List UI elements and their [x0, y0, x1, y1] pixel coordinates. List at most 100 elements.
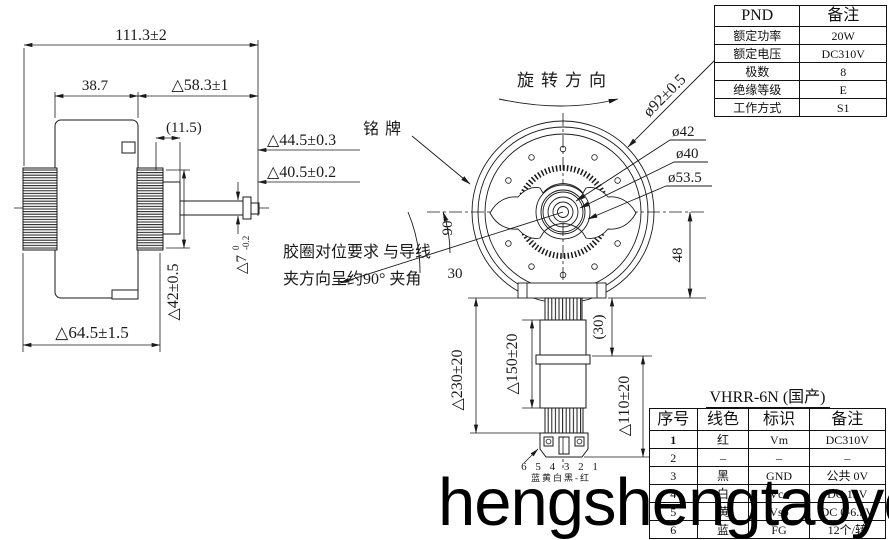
dim-30-ref-label: (30)	[591, 315, 607, 340]
shaft-ring	[242, 196, 252, 220]
wire-header-mark: 标识	[748, 408, 810, 431]
dim-body-height: △64.5±1.5	[55, 323, 128, 342]
spec-table-header-row: PND 备注	[713, 5, 887, 27]
front-view-annotations	[339, 58, 717, 299]
wire-cell: GND	[748, 466, 810, 485]
wire-cell: 黑	[696, 466, 750, 485]
connector-pin-numbers: 6 5 4 3 2 1	[521, 461, 601, 473]
sleeve-collar	[535, 354, 591, 365]
dim-rear-length: △58.3±1	[171, 77, 228, 94]
body-tab-top	[121, 141, 136, 154]
spec-col2-header: 备注	[799, 5, 887, 27]
wire-row-2: 2 – – –	[649, 448, 887, 467]
note-line1: 胶圈对位要求 与导线	[283, 243, 431, 261]
dim-dia-53-5: ø53.5	[668, 170, 702, 186]
shaft-boss	[162, 181, 181, 235]
angle-90-arc	[442, 211, 451, 254]
side-view	[14, 119, 272, 300]
wire-table-header-row: 序号 线色 标识 备注	[649, 408, 887, 431]
angle-30-arc	[407, 211, 421, 274]
wire-cell: DC310V	[808, 430, 887, 449]
wire-table-title: VHRR-6N (国产)	[649, 383, 886, 408]
spec-col1-header: PND	[713, 5, 801, 27]
wire-cell: DC 0-6.5V	[808, 502, 887, 521]
dim-dia-42: ø42	[672, 124, 695, 140]
wire-header-index: 序号	[649, 408, 698, 431]
wire-cell: 白	[696, 484, 750, 503]
dim-len-total: △230±20	[449, 349, 466, 410]
cable-dim-labels: △230±20 △150±20 (30) △110±20 6 5 4 3 2 1…	[449, 315, 633, 484]
dim-body-width: 38.7	[82, 78, 109, 94]
cable-assembly	[523, 297, 591, 464]
dia53-leader	[587, 185, 667, 220]
cable-dimensions	[468, 297, 652, 458]
spec-row-rated-power: 额定功率 20W	[713, 26, 887, 45]
connector-screw-right	[574, 436, 585, 447]
wire-cell: 红	[696, 430, 750, 449]
dim-shaft-dia: △7	[234, 254, 250, 274]
wire-cell: DC 15V	[808, 484, 887, 503]
wire-cell: 12个/转	[808, 520, 887, 539]
spec-table: PND 备注 额定功率 20W 额定电压 DC310V 极数 8 绝缘等级 E …	[713, 5, 887, 117]
hub-circles	[535, 184, 591, 240]
watermark-text: hengshengtaoye.co	[438, 465, 889, 540]
wire-row-4: 4 白 Vcc DC 15V	[649, 484, 887, 503]
wire-cell: Vm	[748, 430, 810, 449]
connector-slot	[558, 436, 570, 455]
connector-pin-colors: 蓝黄白黑-红	[531, 472, 591, 483]
connector-body	[539, 432, 589, 458]
dim-dia-40: ø40	[676, 146, 699, 162]
spec-row-duty-type: 工作方式 S1	[713, 98, 887, 117]
rotor-silhouette	[489, 183, 637, 239]
dim-shaft-pos2: △40.5±0.2	[267, 164, 336, 181]
wire-row-1: 1 红 Vm DC310V	[649, 430, 887, 449]
dim-boss-width: (11.5)	[166, 120, 202, 136]
dim-shaft-pos1: △44.5±0.3	[267, 132, 336, 149]
wire-cell: –	[808, 448, 887, 467]
spec-name: 工作方式	[713, 98, 801, 117]
spec-value: 20W	[799, 26, 887, 45]
wire-cell: Vsp	[748, 502, 810, 521]
spec-value: 8	[799, 62, 887, 81]
spec-value: DC310V	[799, 44, 887, 63]
wire-cell: 1	[649, 430, 698, 449]
wire-exit-housing	[517, 282, 607, 299]
dim-fin-height: △42±0.5	[165, 263, 182, 320]
spec-value: S1	[799, 98, 887, 117]
wire-cell: 公共 0V	[808, 466, 887, 485]
nameplate-leader	[411, 135, 471, 185]
dia42-leader	[575, 139, 671, 202]
body-tab-bottom	[111, 289, 139, 300]
spec-name: 额定电压	[713, 44, 801, 63]
dim-len-sleeve: △150±20	[504, 333, 521, 394]
wire-row-3: 3 黑 GND 公共 0V	[649, 466, 887, 485]
side-view-dim-labels: 111.3±2 38.7 △58.3±1 (11.5) △44.5±0.3 △4…	[55, 27, 336, 342]
wire-bundle-top	[544, 297, 583, 321]
side-view-dimensions	[22, 40, 360, 352]
dim-overall-length: 111.3±2	[115, 27, 167, 44]
spec-row-poles: 极数 8	[713, 62, 887, 81]
spec-row-rated-voltage: 额定电压 DC310V	[713, 44, 887, 63]
wire-bundle-bottom	[544, 407, 584, 434]
spec-name: 绝缘等级	[713, 80, 801, 99]
wire-header-color: 线色	[696, 408, 750, 431]
wire-direction-line	[339, 211, 564, 284]
note-line2: 夹方向呈约90° 夹角	[283, 270, 421, 288]
spec-name: 极数	[713, 62, 801, 81]
connector-screw-left	[543, 436, 554, 447]
wire-cell: 蓝	[696, 520, 750, 539]
rotation-arrow	[498, 98, 619, 107]
angle-30-label: 30	[448, 266, 463, 282]
right-fin-stack	[136, 167, 164, 251]
nameplate-label: 铭牌	[363, 120, 407, 138]
spec-name: 额定功率	[713, 26, 801, 45]
wire-row-5: 5 黄 Vsp DC 0-6.5V	[649, 502, 887, 521]
shaft	[179, 200, 244, 216]
dim-len-lower: △110±20	[616, 376, 633, 437]
left-fin-stack	[22, 167, 58, 251]
connector-leader	[523, 448, 539, 464]
rotation-direction-label: 旋转方向	[517, 71, 613, 90]
wire-table: 序号 线色 标识 备注 1 红 Vm DC310V 2 – – – 3 黑 GN…	[649, 408, 887, 539]
front-view-labels: 旋转方向 ø92±0.5 铭牌 ø42 ø40 ø53.5 90 30 48 胶…	[283, 71, 702, 288]
